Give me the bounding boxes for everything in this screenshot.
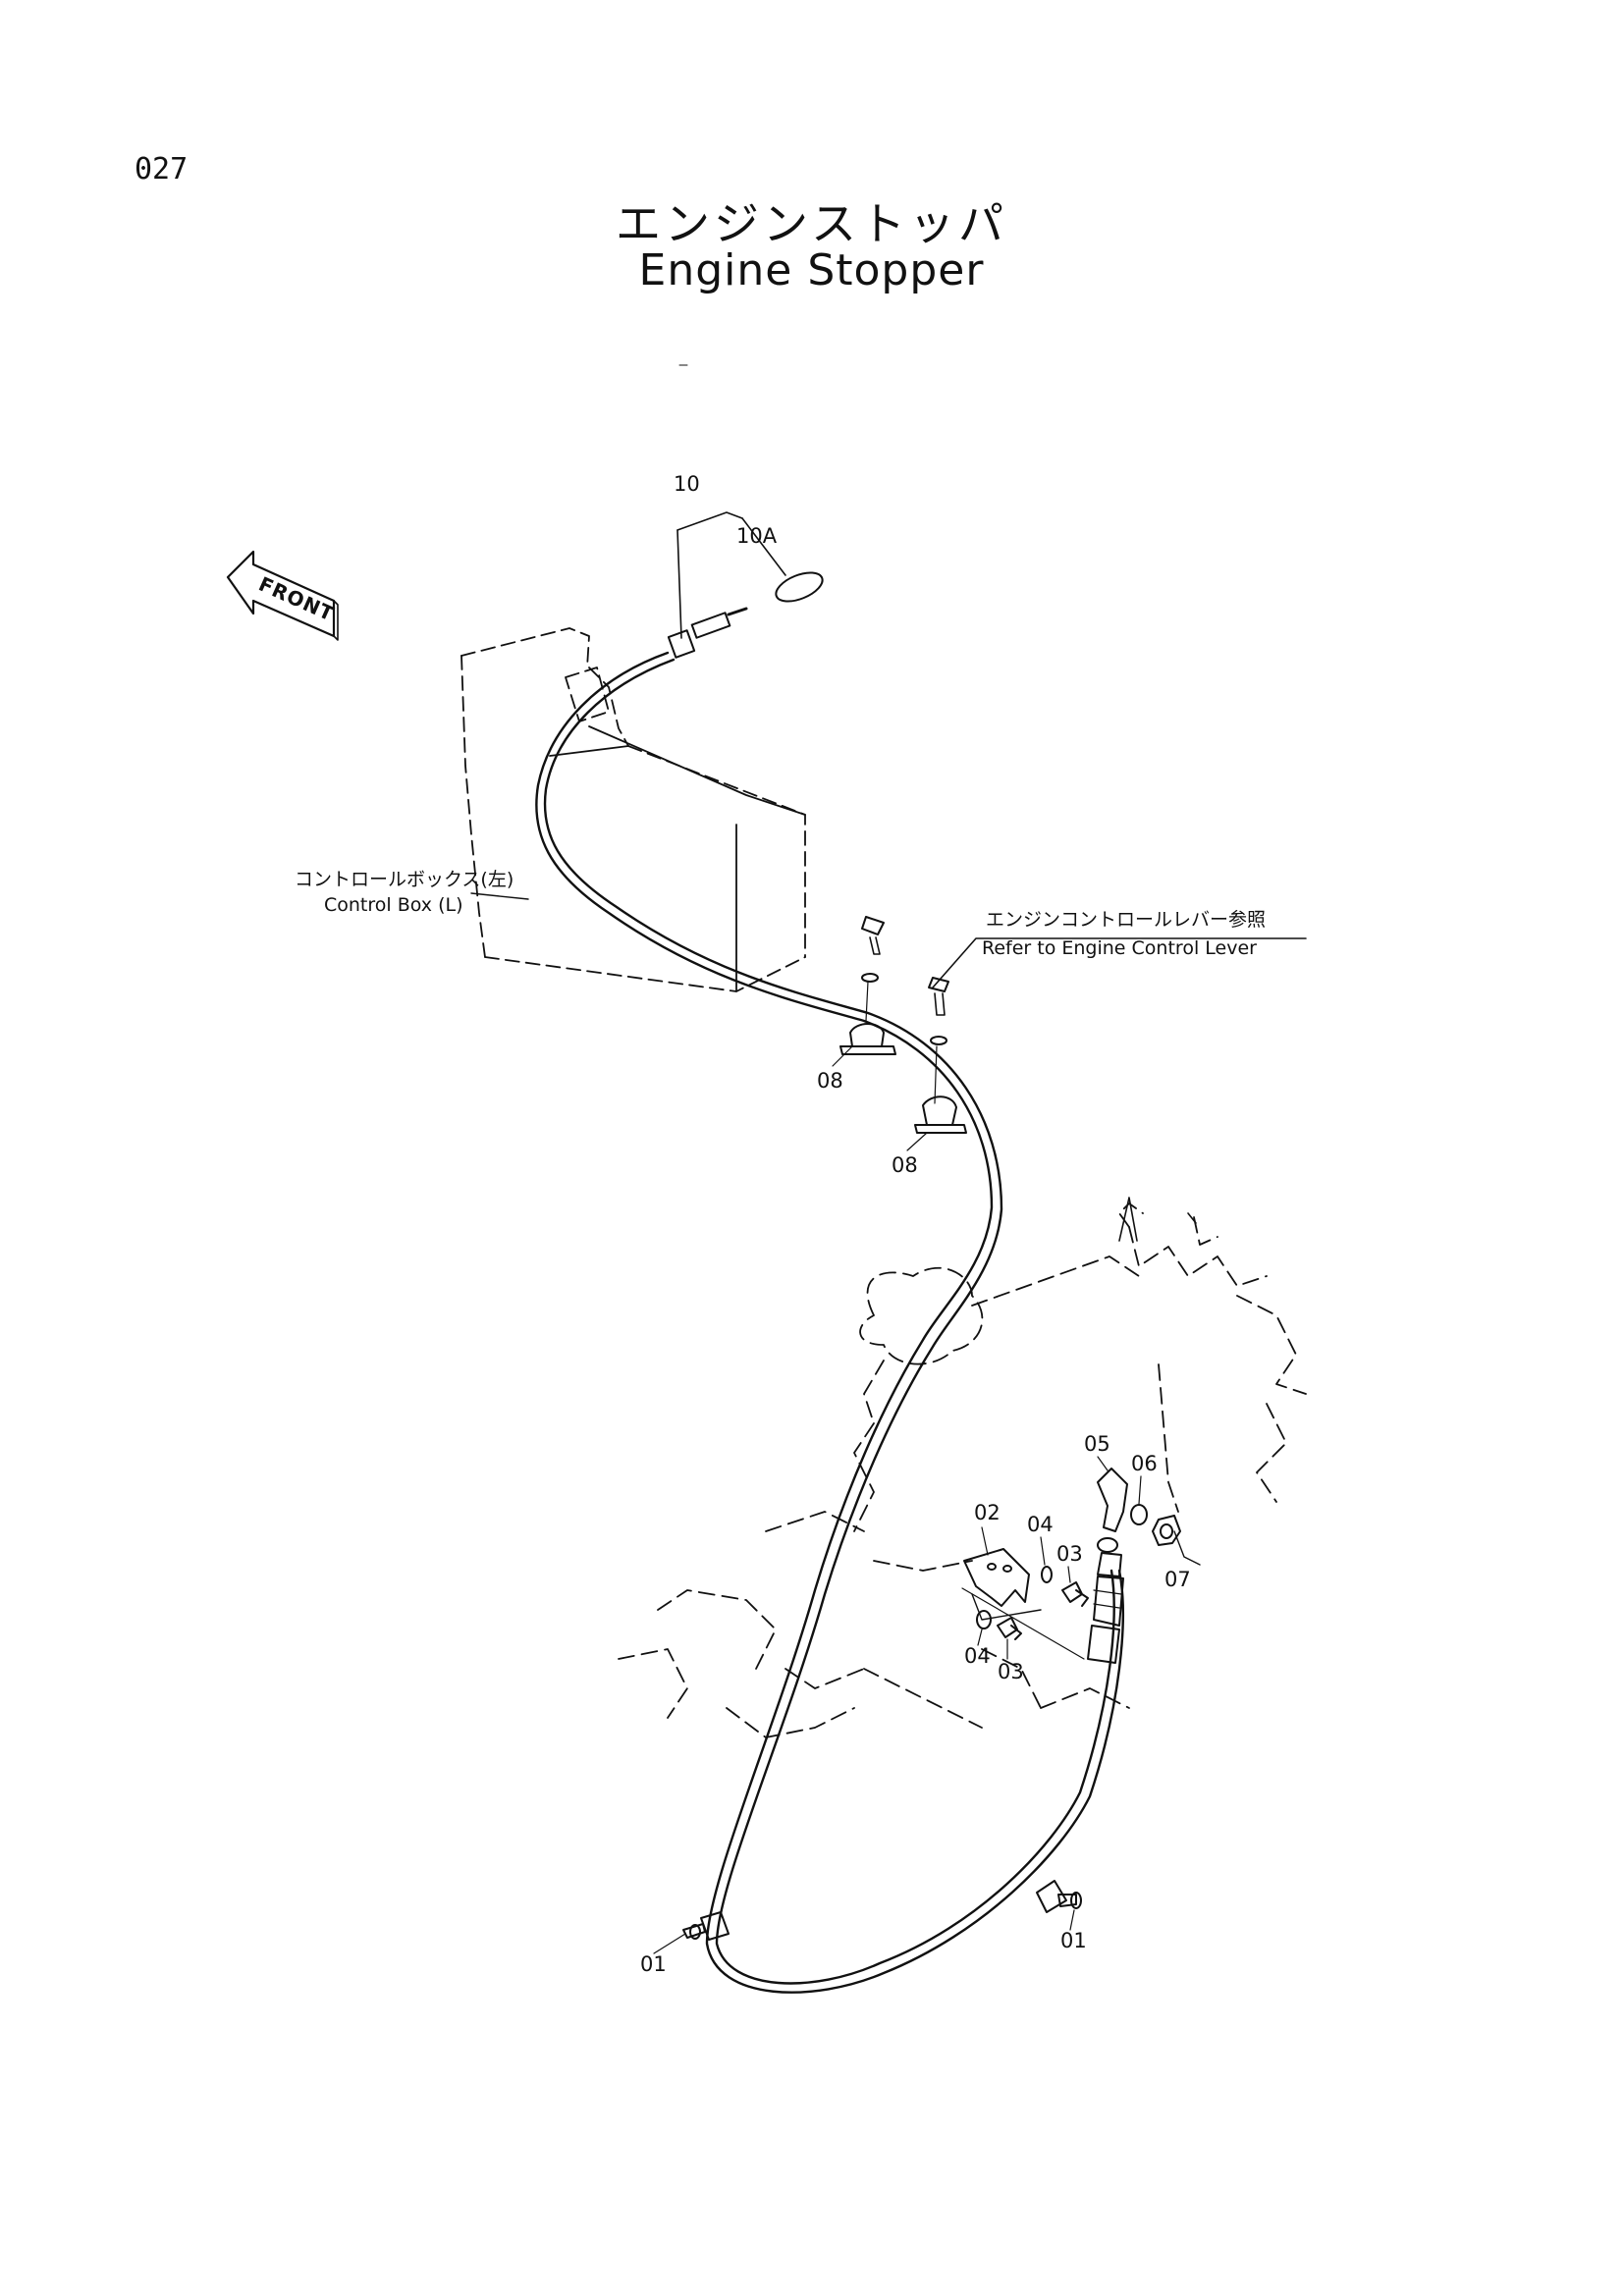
part-label-10a: 10A — [736, 524, 778, 548]
part-label-03-upper: 03 — [1056, 1542, 1083, 1566]
part-label-05: 05 — [1084, 1432, 1110, 1456]
front-arrow-icon: FRONT — [226, 550, 339, 641]
leader-lines-10 — [676, 511, 786, 639]
control-box-outline — [460, 627, 806, 992]
front-arrow-label: FRONT — [255, 572, 338, 626]
page-title-english: Engine Stopper — [638, 245, 985, 295]
part-label-01-right: 01 — [1060, 1929, 1087, 1952]
control-box-label-en: Control Box (L) — [324, 894, 463, 916]
part-label-04-lower: 04 — [964, 1644, 991, 1668]
ref-leader-control-box — [470, 892, 529, 900]
engine-phantom-outline — [618, 1202, 1307, 1738]
lever-assembly — [667, 364, 824, 659]
part-label-07: 07 — [1164, 1568, 1191, 1591]
engine-solid-edges — [1118, 1197, 1197, 1242]
control-box-solid-edges — [549, 725, 806, 992]
control-box-label-jp: コントロールボックス(左) — [295, 869, 514, 890]
part-label-leaders — [653, 1045, 1142, 1954]
part-label-04-upper: 04 — [1027, 1513, 1054, 1536]
pump-stopper-parts — [961, 1468, 1201, 1664]
page-number: 027 — [135, 152, 189, 187]
part-label-03-lower: 03 — [998, 1660, 1024, 1683]
bolt-03-upper — [1061, 1581, 1089, 1607]
part-label-10: 10 — [674, 472, 700, 496]
knob-icon — [775, 571, 824, 603]
stopper-cable — [535, 651, 1124, 1994]
part-label-02: 02 — [974, 1501, 1001, 1524]
clamp-01-left — [682, 1911, 730, 1941]
part-label-08-upper: 08 — [817, 1069, 843, 1093]
snap-ring-06 — [1130, 1504, 1148, 1525]
washer-04-upper — [1041, 1566, 1053, 1583]
bracket-02 — [963, 1548, 1030, 1607]
engine-control-ref-en: Refer to Engine Control Lever — [982, 937, 1257, 959]
nut-07 — [1152, 1515, 1181, 1546]
part-label-06: 06 — [1131, 1452, 1158, 1475]
page-title-japanese: エンジンストッパ — [615, 197, 1008, 250]
clamp-08-upper — [839, 916, 896, 1055]
cable-end-nut — [1097, 1537, 1118, 1553]
bolt-03-lower — [997, 1617, 1022, 1640]
elbow-fitting-05 — [1097, 1468, 1128, 1532]
engine-control-ref-jp: エンジンコントロールレバー参照 — [986, 909, 1266, 931]
part-label-08-lower: 08 — [892, 1153, 918, 1177]
clamp-01-right — [1036, 1880, 1082, 1913]
ref-leader-engine-control — [932, 937, 1307, 988]
part-label-01-left: 01 — [640, 1952, 667, 1976]
washer-04-lower — [976, 1610, 992, 1629]
clamp-08-lower — [914, 977, 967, 1134]
